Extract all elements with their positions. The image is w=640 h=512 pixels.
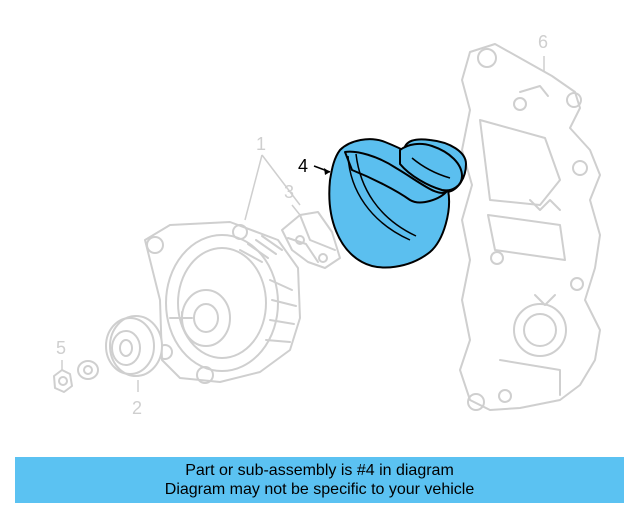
callout-5: 5 — [56, 338, 66, 358]
pulley-part-2 — [105, 315, 163, 377]
parts-diagram: 1 2 3 4 5 6 — [53, 32, 601, 418]
callout-1: 1 — [256, 134, 266, 154]
alternator-part-1 — [144, 221, 301, 384]
callout-2: 2 — [132, 398, 142, 418]
callout-6: 6 — [538, 32, 548, 52]
banner-line-1: Part or sub-assembly is #4 in diagram — [185, 462, 454, 479]
bracket-part-6 — [459, 43, 601, 411]
callout-4[interactable]: 4 — [298, 156, 308, 176]
info-banner: Part or sub-assembly is #4 in diagram Di… — [15, 457, 624, 503]
nut-washer-part-5 — [53, 360, 99, 393]
banner-line-2: Diagram may not be specific to your vehi… — [164, 481, 475, 498]
callout-3: 3 — [284, 182, 294, 202]
bracket-part-3 — [281, 211, 341, 269]
cover-part-4-highlighted[interactable] — [328, 138, 467, 269]
